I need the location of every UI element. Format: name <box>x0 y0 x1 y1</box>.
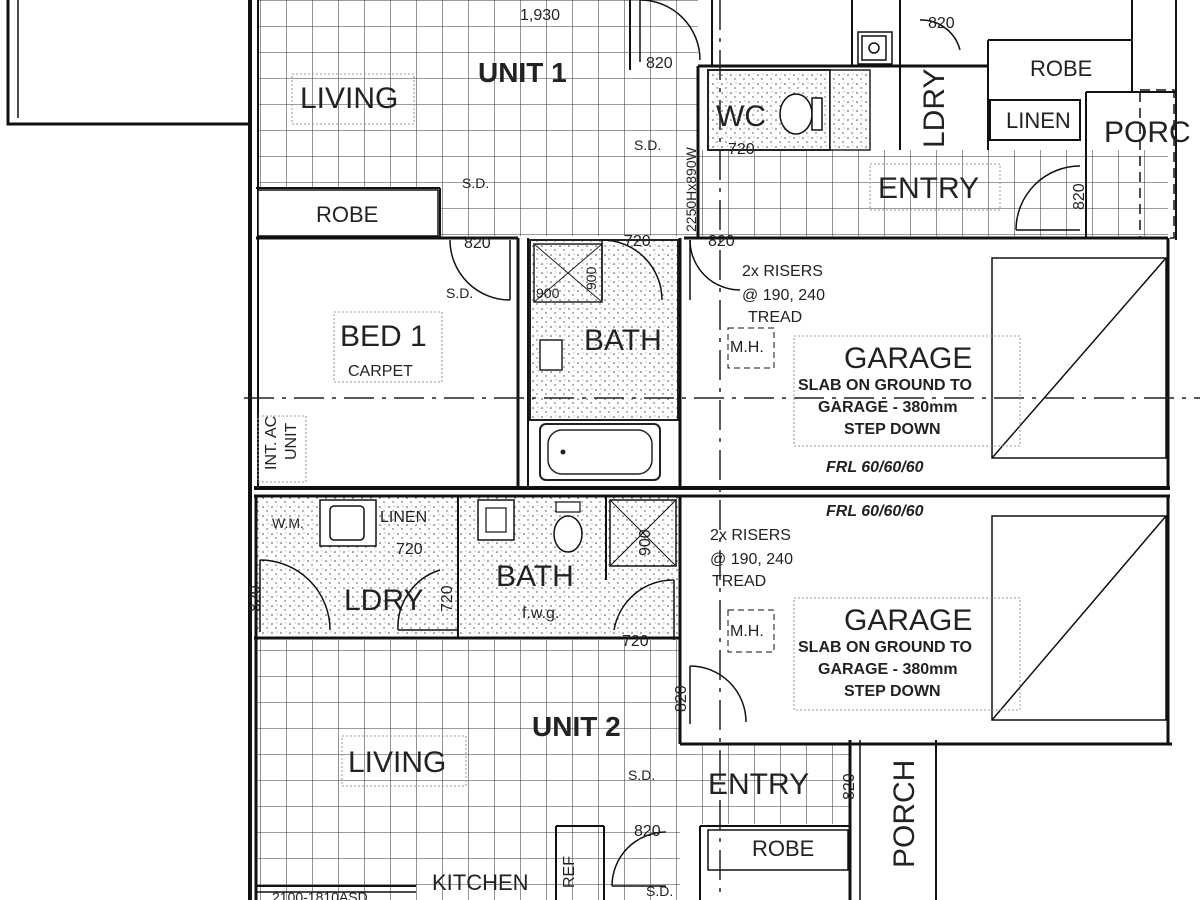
unit1-entry-label: ENTRY <box>878 172 979 205</box>
unit1-carpet-label: CARPET <box>348 363 413 380</box>
unit1-slab-3: STEP DOWN <box>844 421 941 438</box>
unit2-window-label: 2100-1810ASD <box>272 889 368 900</box>
unit2-linen-label: LINEN <box>380 509 427 526</box>
svg-text:S.D.: S.D. <box>446 285 473 301</box>
svg-text:S.D.: S.D. <box>462 175 489 191</box>
unit1-labels: 1,930 UNIT 1 LIVING 820 820 ROBE LINEN P… <box>263 7 1191 476</box>
svg-text:900: 900 <box>637 529 654 556</box>
unit1-slab-2: GARAGE - 380mm <box>818 399 958 416</box>
unit1-slab-1: SLAB ON GROUND TO <box>798 377 972 394</box>
site-boundary <box>6 0 250 126</box>
unit2-kitchen-label: KITCHEN <box>432 870 529 895</box>
unit1-porch-label: PORC <box>1104 116 1191 149</box>
unit2-fwg-label: f.w.g. <box>522 605 559 622</box>
unit2-slab-3: STEP DOWN <box>844 683 941 700</box>
unit1-dim-top: 1,930 <box>520 7 560 24</box>
unit2-porch-label: PORCH <box>888 760 921 868</box>
unit2-title: UNIT 2 <box>532 711 621 742</box>
svg-text:S.D.: S.D. <box>646 883 673 899</box>
svg-text:720: 720 <box>728 141 755 158</box>
svg-text:720: 720 <box>624 233 651 250</box>
unit2-garage <box>727 515 1167 721</box>
svg-text:820: 820 <box>841 773 858 800</box>
unit2-bath-label: BATH <box>496 560 574 593</box>
unit1-linen-label: LINEN <box>1006 108 1071 133</box>
svg-text:900: 900 <box>536 285 560 301</box>
unit2-slab-1: SLAB ON GROUND TO <box>798 639 972 656</box>
svg-text:820: 820 <box>646 55 673 72</box>
unit2-sd-label: S.D. <box>628 767 655 783</box>
svg-text:820: 820 <box>634 823 661 840</box>
unit1-wc-label: WC <box>716 100 766 133</box>
unit1-garage-label: GARAGE <box>844 342 972 375</box>
unit1-wet-areas <box>529 69 871 481</box>
svg-text:820: 820 <box>673 685 690 712</box>
svg-text:720: 720 <box>622 633 649 650</box>
unit2-frl-label: FRL 60/60/60 <box>826 503 924 520</box>
svg-text:720: 720 <box>439 585 456 612</box>
unit1-bed-label: BED 1 <box>340 320 427 353</box>
unit1-living-floor <box>258 0 1200 236</box>
svg-text:720: 720 <box>396 541 423 558</box>
unit1-garage <box>727 257 1167 459</box>
unit1-risers-3: TREAD <box>748 309 802 326</box>
unit1-risers-2: @ 190, 240 <box>742 287 825 304</box>
svg-text:900: 900 <box>583 266 599 290</box>
unit2-entry-label: ENTRY <box>708 768 809 801</box>
unit2-ref-label: REF <box>561 856 578 888</box>
unit1-frl-label: FRL 60/60/60 <box>826 459 924 476</box>
svg-text:820: 820 <box>464 235 491 252</box>
unit1-ac-label-2: UNIT <box>283 422 300 460</box>
unit2-walls <box>254 494 1172 900</box>
unit2-risers-1: 2x RISERS <box>710 527 791 544</box>
unit2-labels: FRL 60/60/60 W.M. LINEN 720 820 LDRY 720… <box>247 503 972 900</box>
unit1-door-height: 2250Hx890W <box>683 146 699 232</box>
unit1-bath-label: BATH <box>584 324 662 357</box>
unit1-risers-1: 2x RISERS <box>742 263 823 280</box>
unit1-living-label: LIVING <box>300 82 398 115</box>
unit1-sd-label: S.D. <box>634 137 661 153</box>
unit1-mh-label: M.H. <box>730 339 764 356</box>
unit2-slab-2: GARAGE - 380mm <box>818 661 958 678</box>
unit2-risers-3: TREAD <box>712 573 766 590</box>
svg-text:820: 820 <box>1071 183 1088 210</box>
unit1-ldry-label: LDRY <box>918 69 951 148</box>
svg-text:820: 820 <box>928 15 955 32</box>
svg-text:820: 820 <box>247 585 264 612</box>
unit2-mh-label: M.H. <box>730 623 764 640</box>
unit2-robe-label: ROBE <box>752 836 814 861</box>
unit1-robe-right-label: ROBE <box>1030 56 1092 81</box>
unit2-risers-2: @ 190, 240 <box>710 551 793 568</box>
unit2-ldry-label: LDRY <box>344 584 423 617</box>
svg-text:820: 820 <box>708 233 735 250</box>
unit2-garage-label: GARAGE <box>844 604 972 637</box>
unit1-title: UNIT 1 <box>478 57 567 88</box>
centre-lines <box>244 0 1200 900</box>
unit2-floor <box>256 496 850 900</box>
unit1-doors <box>449 0 1081 301</box>
unit2-doors <box>259 559 747 887</box>
label-frames <box>257 73 1021 787</box>
unit1-wc-fixtures <box>779 35 887 135</box>
unit2-wm-label: W.M. <box>272 515 304 531</box>
unit1-ac-label-1: INT. AC <box>263 416 280 470</box>
unit2-living-label: LIVING <box>348 746 446 779</box>
unit1-robe-left-label: ROBE <box>316 202 378 227</box>
